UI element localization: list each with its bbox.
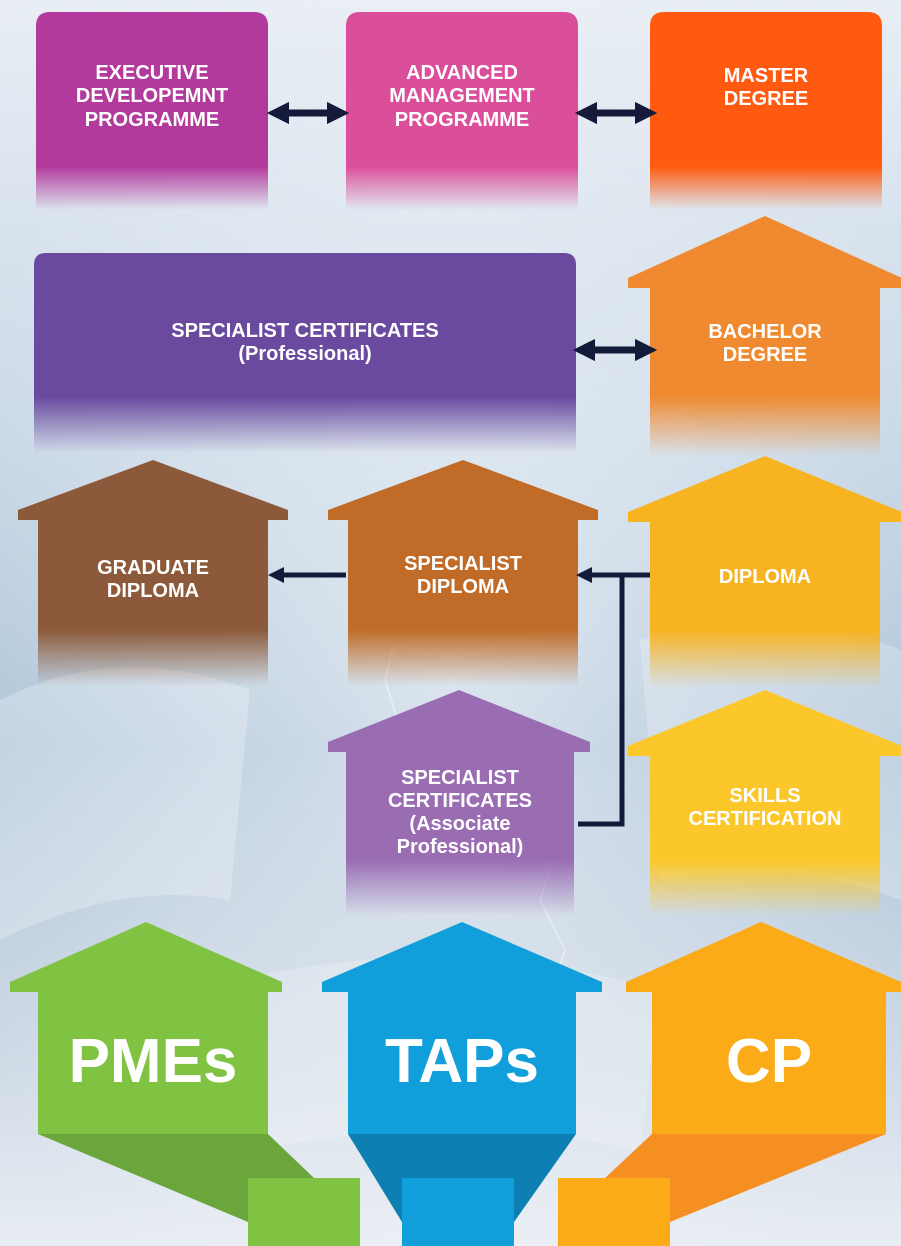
node-shape: [650, 12, 882, 210]
node-shape: [628, 690, 901, 916]
node-shape: [328, 690, 590, 916]
node-master-degree: MASTER DEGREE: [650, 12, 882, 210]
node-advanced-management-programme: ADVANCED MANAGEMENT PROGRAMME: [346, 12, 578, 210]
track-label: CP: [725, 1027, 813, 1096]
node-diploma: DIPLOMA: [628, 456, 901, 688]
node-label: SPECIALIST CERTIFICATES (Associate Profe…: [387, 766, 533, 859]
node-executive-development-programme: EXECUTIVE DEVELOPEMNT PROGRAMME: [36, 12, 268, 210]
node-label: MASTER DEGREE: [723, 64, 809, 110]
node-label: SPECIALIST DIPLOMA: [404, 552, 522, 598]
node-label: SKILLS CERTIFICATION: [688, 784, 842, 830]
track-shape: [322, 922, 602, 1246]
node-label: DIPLOMA: [718, 566, 812, 589]
node-label: GRADUATE DIPLOMA: [97, 556, 209, 602]
track-shape: [558, 922, 901, 1246]
node-shape: [628, 216, 901, 456]
track-taps: TAPs: [322, 922, 602, 1246]
node-shape: [36, 12, 268, 210]
node-shape: [34, 253, 576, 453]
track-pmes: PMEs: [10, 922, 362, 1246]
node-shape: [346, 12, 578, 210]
track-label: TAPs: [385, 1027, 539, 1096]
node-label: EXECUTIVE DEVELOPEMNT PROGRAMME: [75, 62, 229, 131]
node-skills-certification: SKILLS CERTIFICATION: [628, 690, 901, 916]
line-associate-cert-to-specialist-diploma: [578, 575, 625, 827]
node-shape: [18, 460, 288, 686]
node-label: ADVANCED MANAGEMENT PROGRAMME: [389, 62, 535, 131]
node-graduate-diploma: GRADUATE DIPLOMA: [18, 460, 288, 686]
node-specialist-certificates-associate: SPECIALIST CERTIFICATES (Associate Profe…: [328, 690, 590, 916]
node-specialist-certificates-professional: SPECIALIST CERTIFICATES (Professional): [34, 253, 576, 453]
node-shape: [628, 456, 901, 688]
node-shape: [328, 460, 598, 686]
node-specialist-diploma: SPECIALIST DIPLOMA: [328, 460, 598, 686]
track-shape: [10, 922, 360, 1246]
track-cp: CP: [556, 922, 901, 1246]
node-label: SPECIALIST CERTIFICATES (Professional): [171, 319, 439, 365]
node-bachelor-degree: BACHELOR DEGREE: [628, 216, 901, 456]
track-label: PMEs: [68, 1027, 238, 1096]
node-label: BACHELOR DEGREE: [708, 320, 822, 366]
